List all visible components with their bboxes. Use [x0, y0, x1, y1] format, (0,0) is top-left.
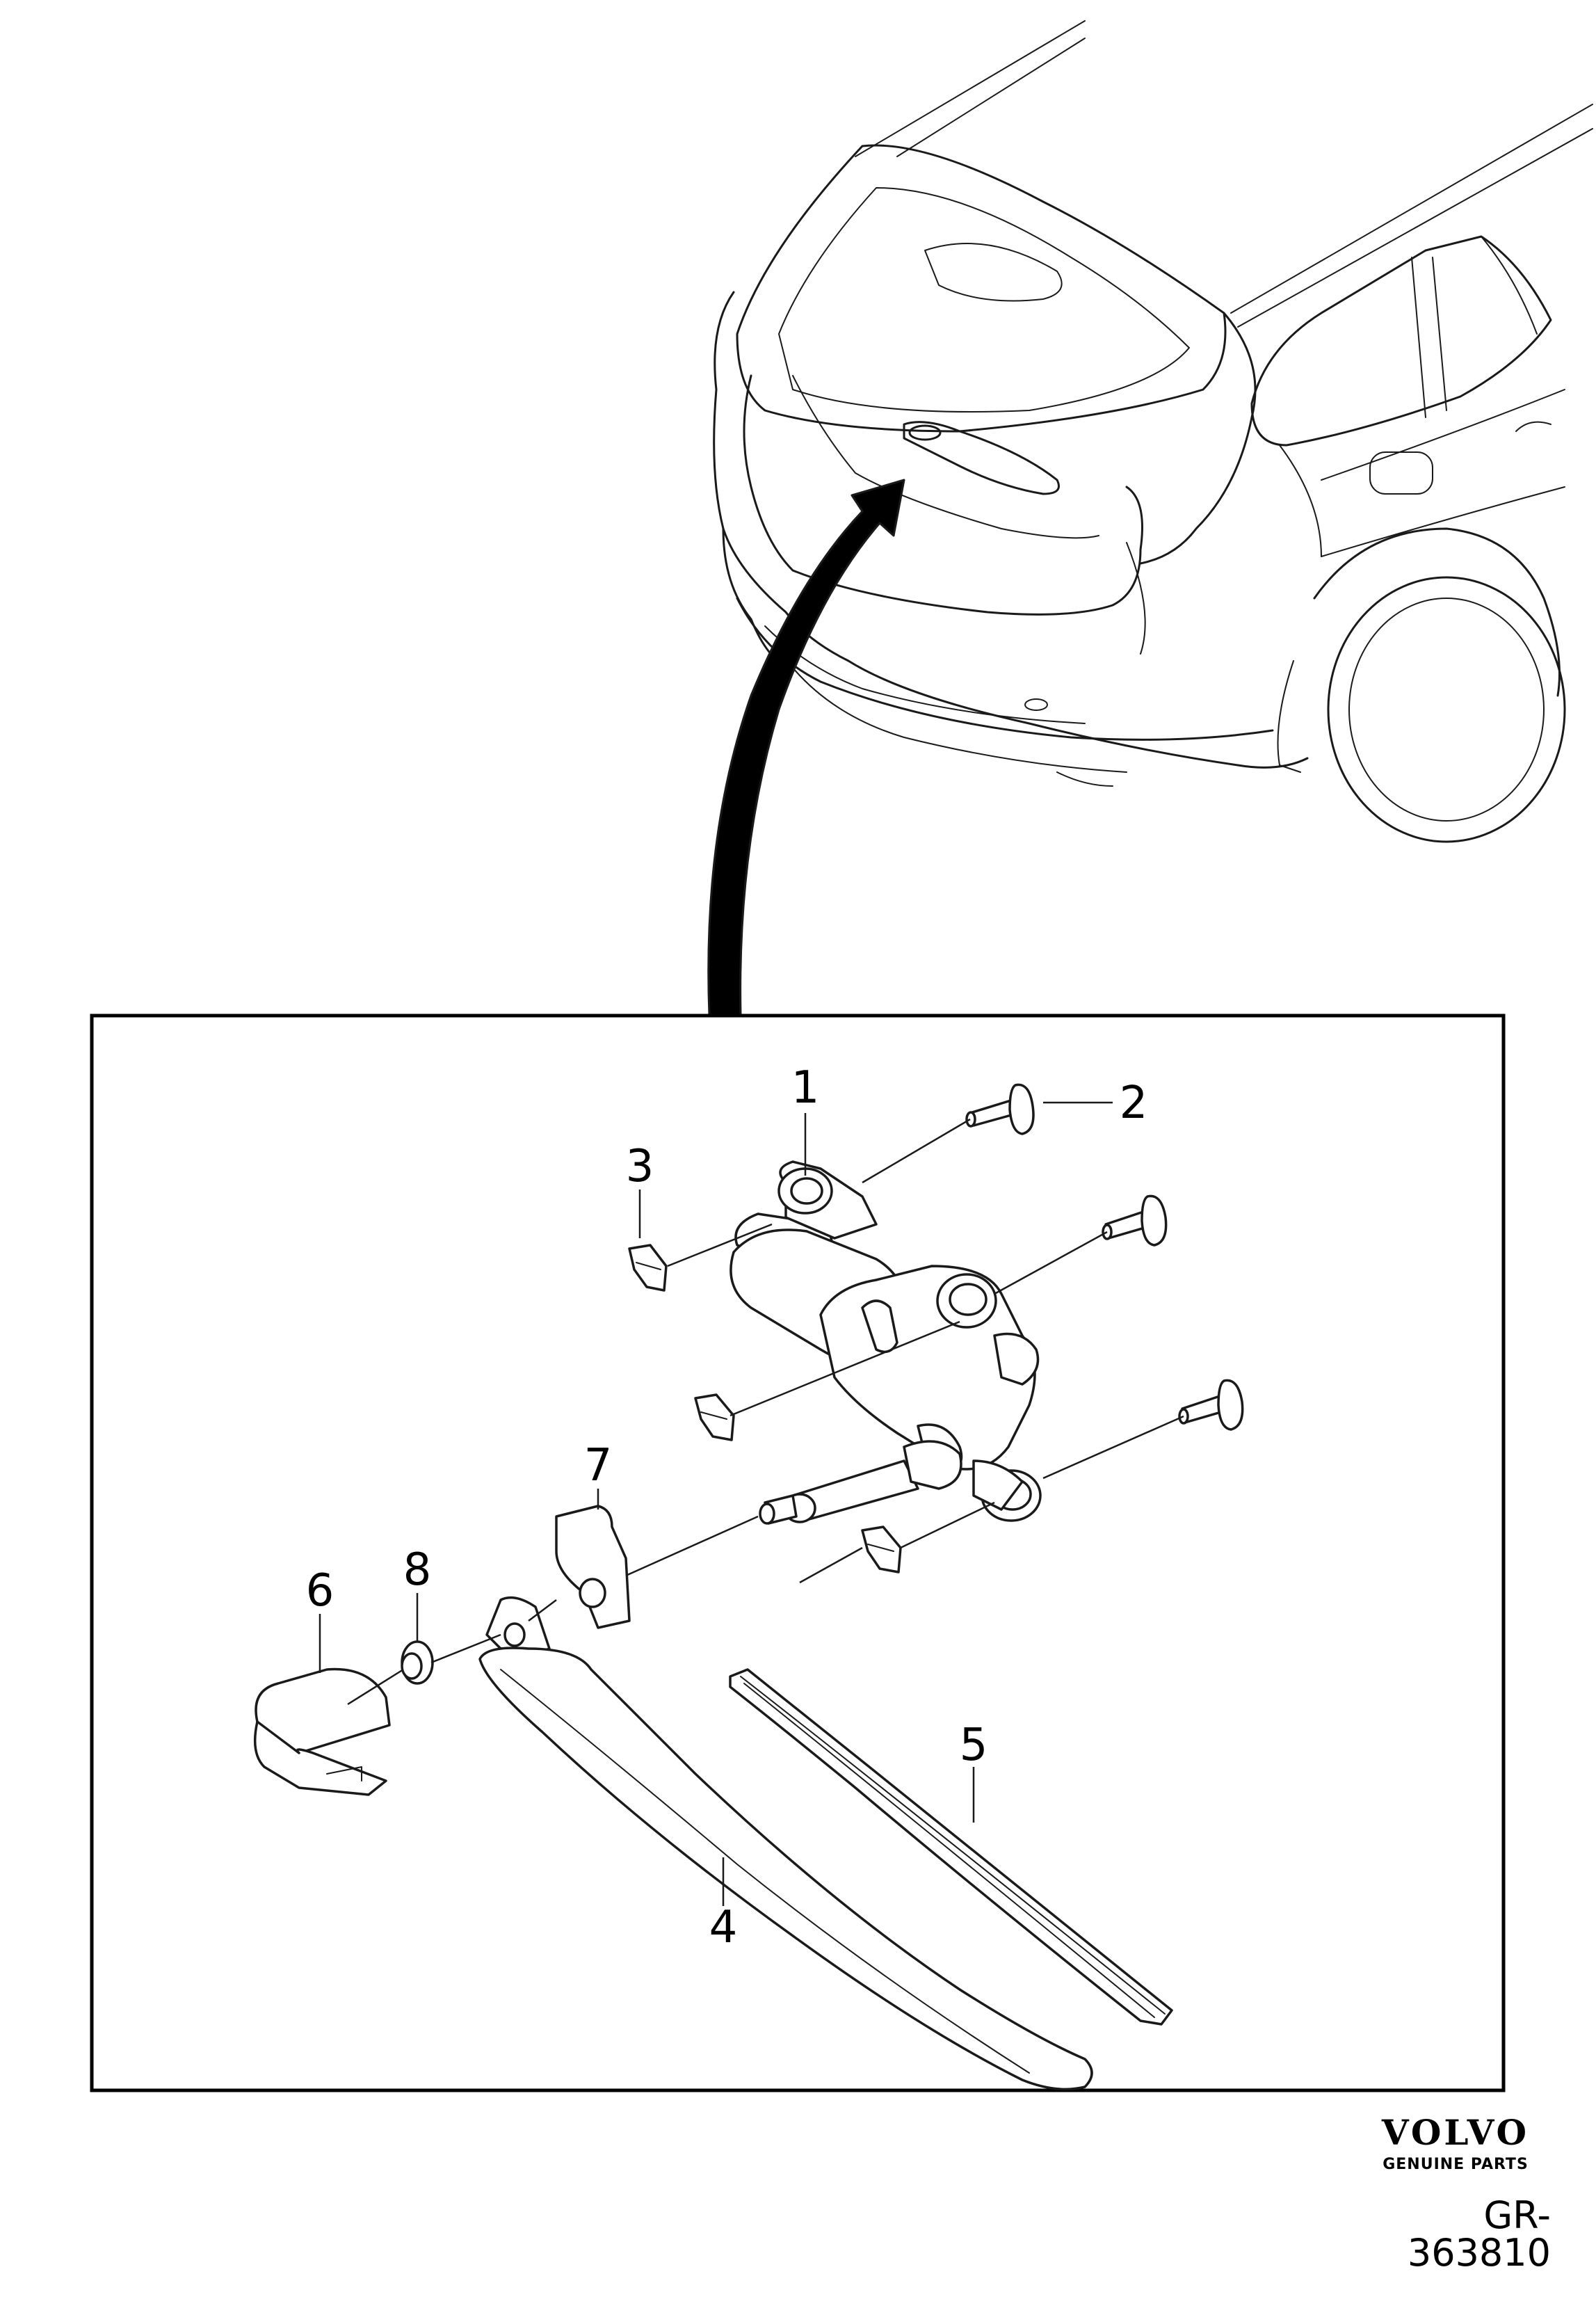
vehicle-rear-illustration [707, 20, 1593, 1017]
callout-8: 8 [403, 1544, 432, 1596]
callout-2: 2 [1120, 1078, 1148, 1129]
callout-7: 7 [584, 1440, 613, 1491]
callout-3: 3 [626, 1141, 654, 1192]
seal-part-7 [555, 1505, 631, 1629]
callout-4: 4 [709, 1902, 738, 1953]
wiper-blade-part-5 [729, 1668, 1173, 2026]
brand-logo-text: VOLVO [1381, 2112, 1530, 2153]
bolts-part-2 [965, 1083, 1244, 1431]
cap-part-6 [253, 1667, 391, 1796]
callout-6: 6 [306, 1565, 334, 1617]
callout-1: 1 [791, 1062, 820, 1114]
callout-5: 5 [960, 1720, 988, 1771]
nut-part-8 [401, 1640, 434, 1685]
wiper-arm-part-4 [478, 1596, 1093, 2091]
clips-part-3 [628, 1244, 902, 1574]
leader-lines [319, 1101, 1184, 1906]
diagram-reference-number: GR-363810 [1407, 2193, 1551, 2275]
detail-frame [90, 1014, 1506, 2092]
brand-subtitle: GENUINE PARTS [1383, 2156, 1529, 2173]
wiper-motor-part-1 [730, 1160, 1042, 1525]
